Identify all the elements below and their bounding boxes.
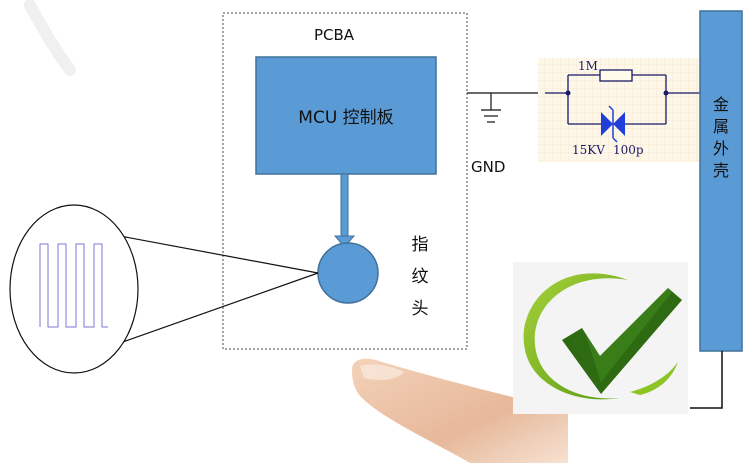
pcba-label: PCBA <box>314 26 355 44</box>
zoom-line-bottom <box>119 272 319 344</box>
square-waveform <box>39 243 108 328</box>
shell-ground-wire <box>690 351 723 409</box>
metal-shell <box>699 10 743 352</box>
sensor-label-char-2: 纹 <box>412 267 429 287</box>
sensor-label-char-3: 头 <box>412 299 429 319</box>
tvs-voltage-label: 15KV <box>572 143 605 157</box>
resistor-icon <box>599 69 633 82</box>
mcu-label: MCU 控制板 <box>298 108 393 128</box>
gnd-label: GND <box>471 158 505 176</box>
finger-image <box>352 358 568 463</box>
shell-label-char-1: 金 <box>713 95 729 114</box>
arrow-head-icon <box>333 235 356 248</box>
shell-label-char-4: 壳 <box>713 161 729 180</box>
shell-label-char-3: 外 <box>713 139 729 158</box>
tvs-diode-icon <box>601 105 625 143</box>
arrow-shaft <box>340 173 349 237</box>
tvs-capacitance-label: 100p <box>613 143 644 157</box>
pcba-boundary <box>222 12 468 350</box>
shell-label-char-2: 属 <box>713 117 729 136</box>
watermark-stroke <box>24 0 76 76</box>
mcu-block <box>255 56 437 175</box>
sensor-label-char-1: 指 <box>412 235 429 255</box>
zoom-line-top <box>119 235 319 274</box>
ground-symbol-icon <box>481 109 501 123</box>
fingernail <box>360 364 404 380</box>
fingerprint-sensor <box>317 242 379 304</box>
resistor-label: 1M <box>578 59 598 73</box>
check-swoosh-tail <box>630 362 678 395</box>
waveform-magnifier <box>9 204 139 374</box>
